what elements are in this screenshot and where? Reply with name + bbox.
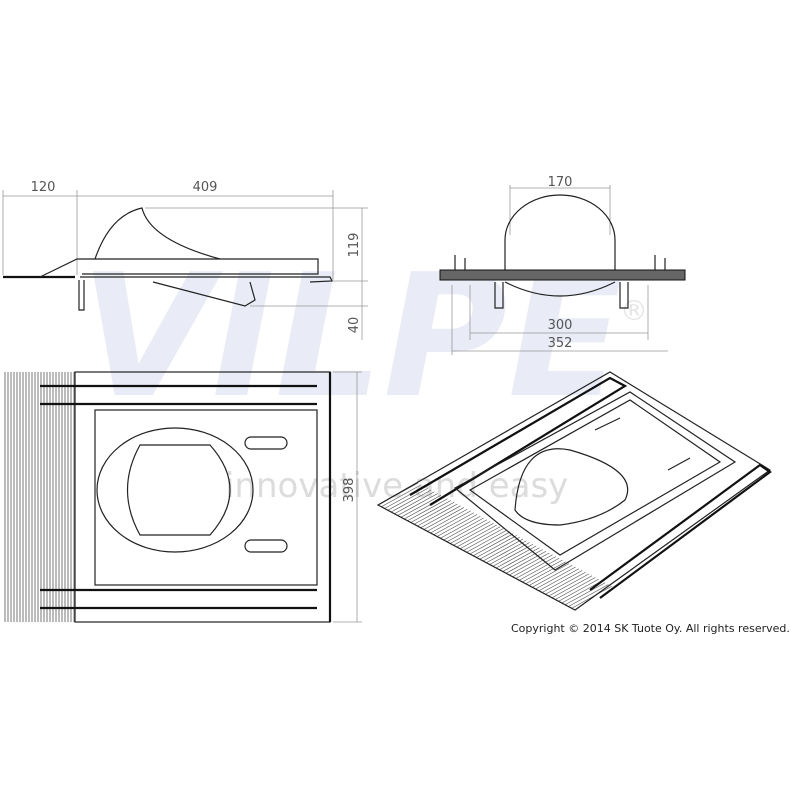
dim-depth: 398 [342,478,357,503]
corrugation-line [525,561,566,585]
corrugation-line [564,582,606,606]
corrugation-line [423,507,465,530]
corrugation-line [571,585,612,609]
copyright-text: Copyright © 2014 SK Tuote Oy. All rights… [511,622,790,635]
corrugation-line [463,528,504,551]
front-view: 170 300 352 [439,175,686,355]
corrugation-line [413,501,455,525]
corrugation-line [456,524,497,548]
corrugation-line [541,570,583,593]
corrugation-line [548,573,589,597]
corrugation-line [512,554,553,578]
corrugation-line [492,543,534,567]
corrugation-line [436,514,478,537]
corrugation-line [381,484,422,508]
corrugation-line [558,578,599,602]
corrugation-line [515,556,557,579]
watermark-registered: ® [620,294,648,327]
corrugation-line [410,500,452,523]
corrugation-line [551,575,593,599]
dim-dome-width: 170 [548,175,573,190]
corrugation-line [446,519,488,543]
corrugation-line [443,517,484,541]
corrugation-line [420,505,461,529]
corrugation-line [509,552,550,576]
corrugation-line [407,498,448,522]
corrugation-line [561,580,603,604]
corrugation-line [519,557,560,581]
corrugation-line [390,489,432,513]
corrugation-line [433,512,474,536]
corrugation-line [479,536,520,560]
corrugation-line [473,533,514,557]
corrugation-line [505,550,547,574]
corrugation-line [387,487,429,511]
corrugation-line [397,493,438,516]
corrugation-line [499,547,540,571]
corrugation-line [489,542,530,565]
corrugation-line [417,503,458,527]
corrugation-line [486,540,527,564]
corrugation-line [555,577,596,600]
corrugation-line [394,491,435,515]
watermark-tagline: innovative and easy [225,466,568,506]
corrugation-line [482,538,524,562]
corrugation-line [568,584,609,607]
top-view: 398 [4,371,362,623]
dim-overhang: 120 [31,180,56,195]
corrugation-line [528,563,570,586]
corrugation-line [538,568,580,592]
corrugation-line [545,571,586,595]
corrugation-line [400,494,442,518]
corrugation-line [459,526,501,550]
corrugation-line [430,510,471,534]
corrugation-line [466,529,507,553]
dim-total-width: 352 [548,336,573,351]
dim-length: 409 [193,180,218,195]
corrugation-line [440,515,481,539]
corrugation-line [476,535,517,558]
isometric-view [376,371,772,611]
corrugation-line [535,566,576,590]
corrugation-line [469,531,511,555]
dim-height-bottom: 40 [347,317,362,334]
side-view: 120 409 119 40 [2,180,368,340]
corrugation-line [502,549,543,572]
dim-bracket-span: 300 [548,318,573,333]
dim-height-top: 119 [347,233,362,258]
corrugation-line [532,564,573,588]
corrugation-line [427,508,468,532]
corrugation-line [522,559,563,583]
watermark-brand: VILPE [80,238,624,436]
corrugation-line [453,522,494,546]
corrugation-line [450,521,491,544]
